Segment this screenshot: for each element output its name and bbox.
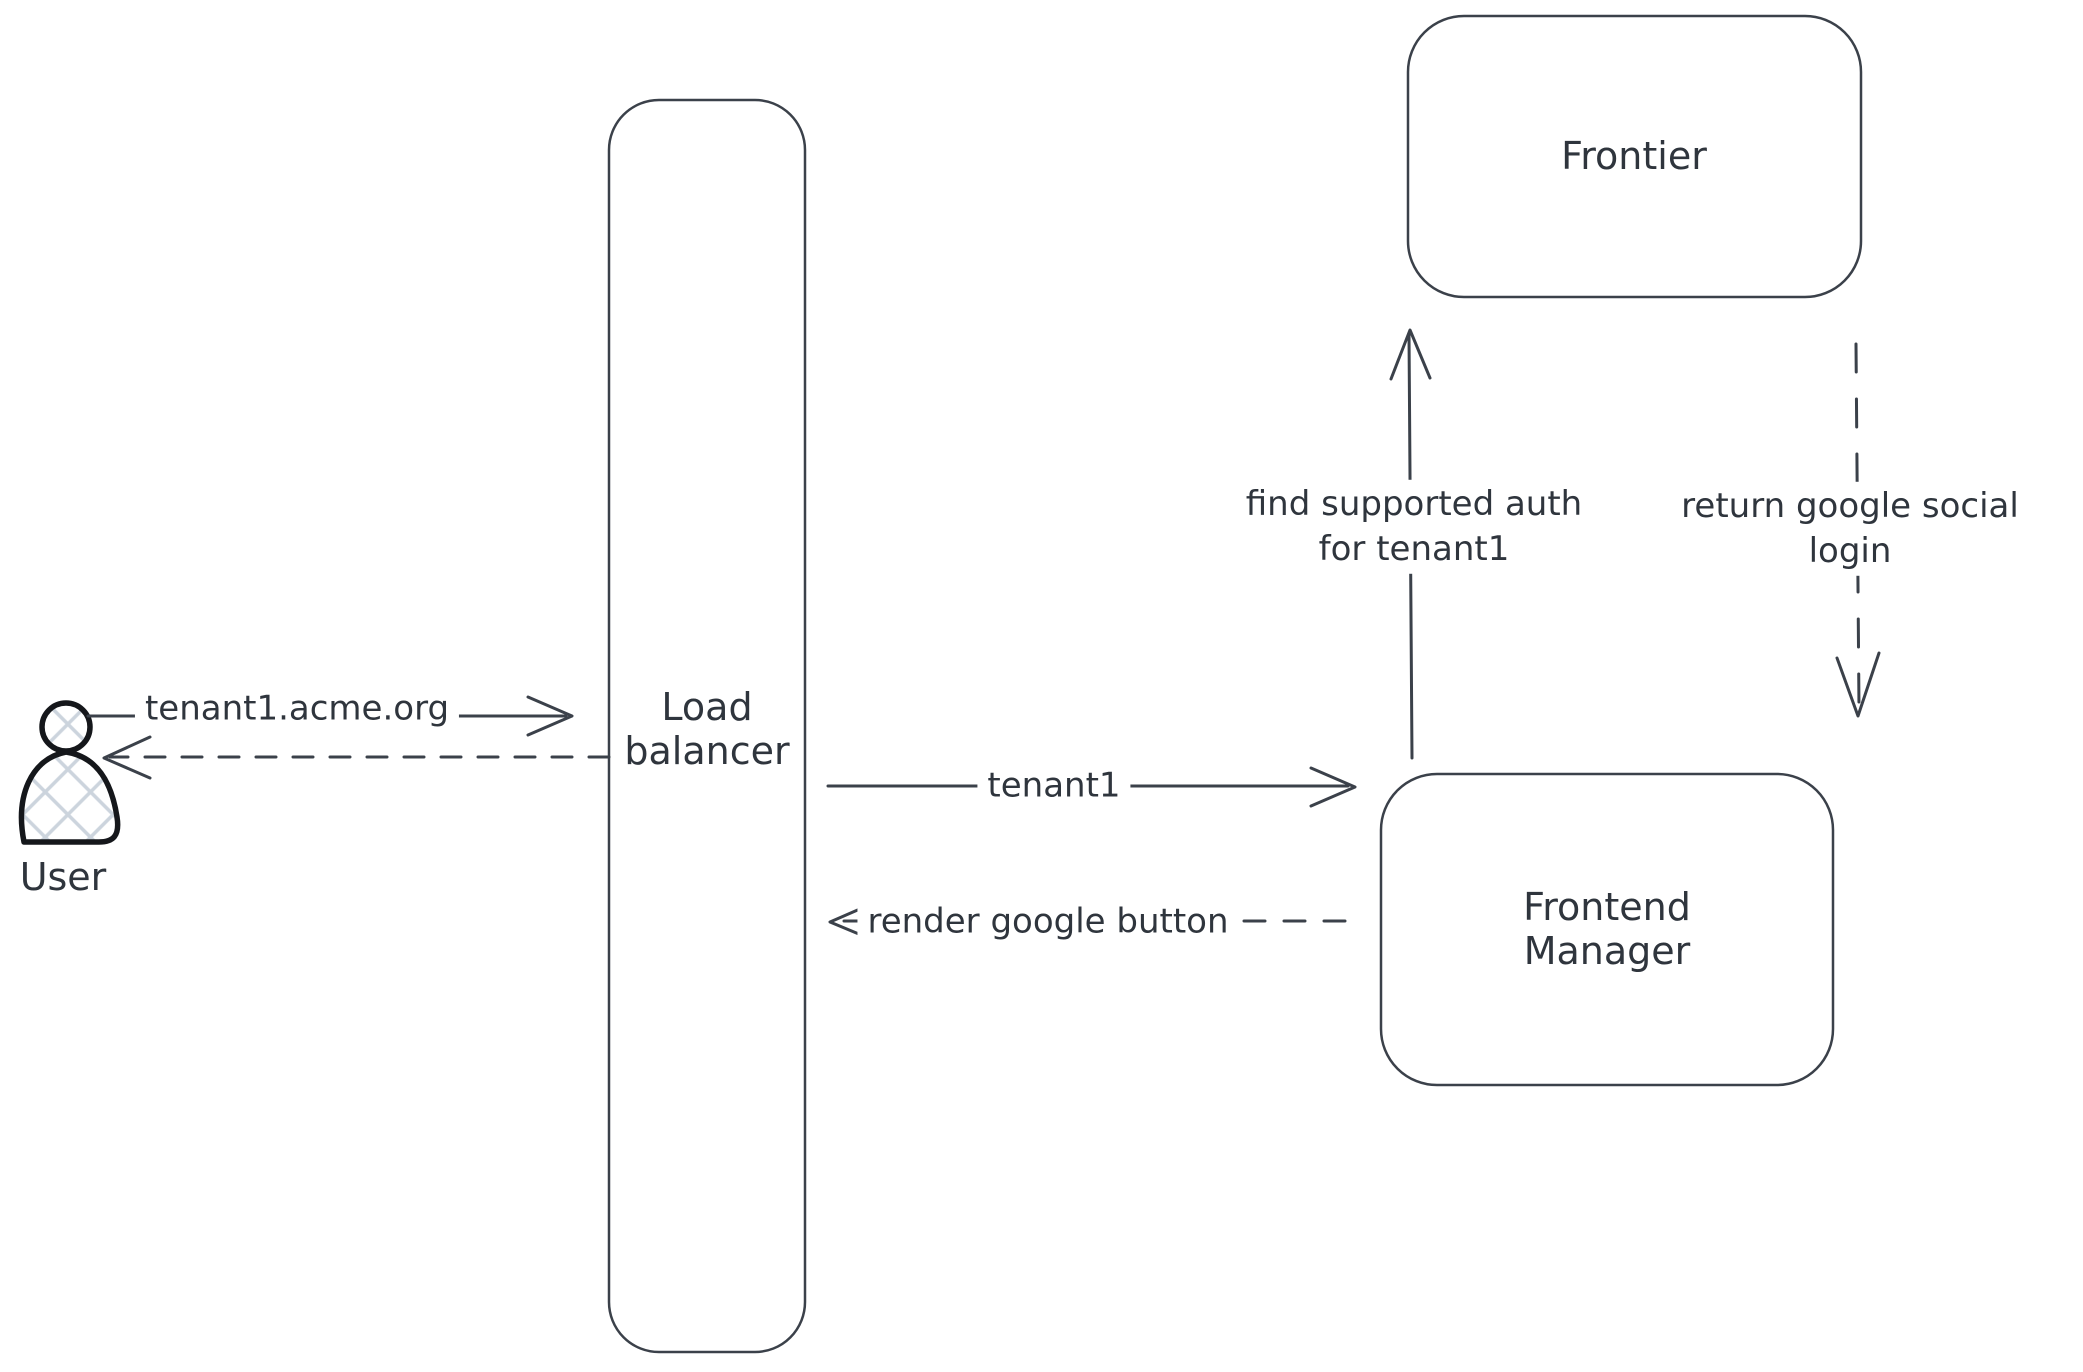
edge-label-find-supported-auth: find supported auth for tenant1 bbox=[1235, 479, 1593, 575]
edge-label-find-supported-auth-line1: find supported auth bbox=[1245, 483, 1583, 524]
edge-label-render-google-button: render google button bbox=[857, 897, 1239, 947]
user-icon bbox=[18, 700, 121, 845]
load-balancer-node bbox=[607, 98, 807, 1354]
edge-label-return-google-social-login-line2: login bbox=[1808, 531, 1892, 571]
edge-label-tenant1-acme-org: tenant1.acme.org bbox=[134, 684, 460, 734]
load-balancer-label-line1: Load bbox=[661, 684, 753, 729]
edge-label-tenant1: tenant1 bbox=[977, 761, 1131, 811]
load-balancer-label: Load balancer bbox=[624, 685, 789, 773]
arrowhead-right bbox=[1309, 766, 1357, 808]
edge-label-find-supported-auth-line2: for tenant1 bbox=[1318, 529, 1510, 569]
frontend-manager-node bbox=[1379, 772, 1835, 1087]
frontend-manager-label-line1: Frontend bbox=[1523, 884, 1691, 929]
user-head bbox=[39, 700, 93, 754]
arrow-load-balancer-to-user bbox=[102, 735, 611, 780]
arrowhead-left bbox=[102, 735, 152, 780]
frontier-node bbox=[1406, 14, 1863, 299]
edge-label-return-google-social-login-line1: return google social bbox=[1681, 485, 2019, 526]
arrowhead-down bbox=[1835, 651, 1881, 718]
arrowhead-up bbox=[1389, 328, 1432, 381]
frontier-label: Frontier bbox=[1561, 133, 1707, 178]
user-label: User bbox=[19, 854, 107, 899]
user-body bbox=[18, 749, 121, 845]
frontend-manager-label: Frontend Manager bbox=[1523, 885, 1691, 973]
frontend-manager-label-line2: Manager bbox=[1523, 929, 1691, 973]
load-balancer-label-line2: balancer bbox=[624, 729, 790, 773]
arrowhead-right bbox=[526, 695, 574, 737]
edge-label-return-google-social-login: return google social login bbox=[1671, 481, 2029, 577]
